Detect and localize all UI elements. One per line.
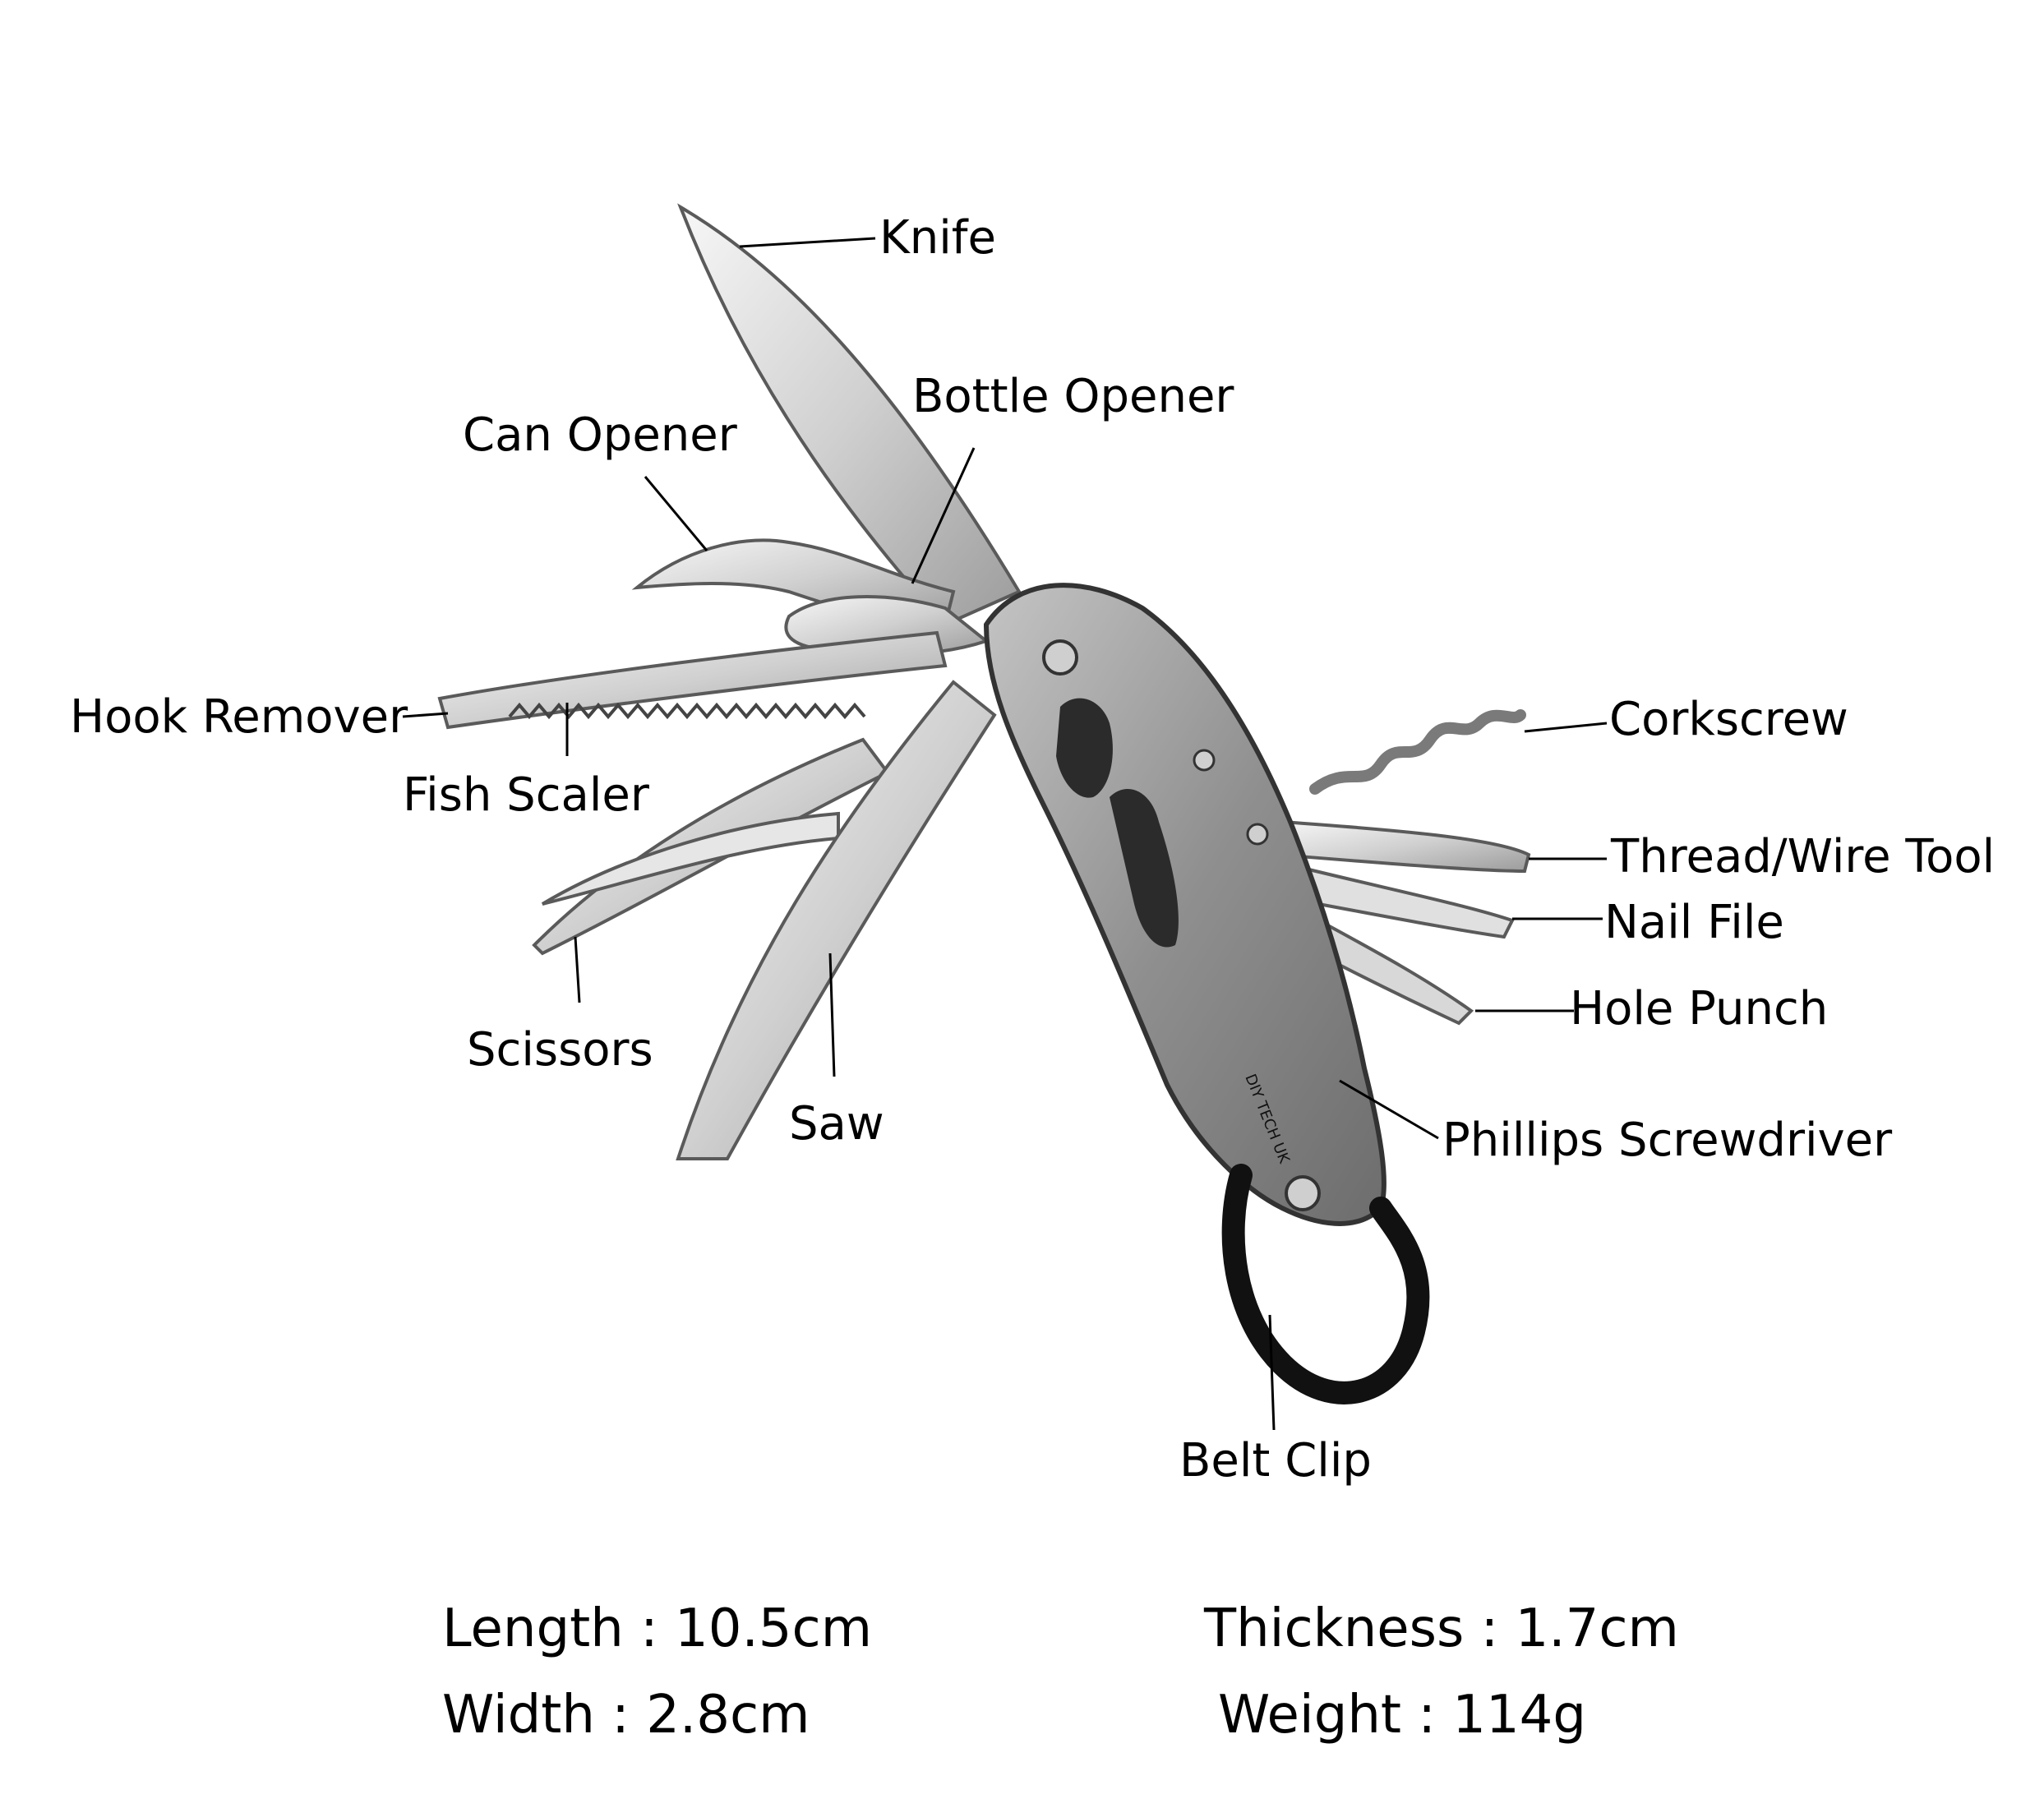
handle-screw: [1193, 749, 1216, 772]
spec-width: Width : 2.8cm: [442, 1689, 810, 1741]
scissors-blade: [541, 811, 840, 906]
spec-thickness-value: 1.7cm: [1515, 1598, 1679, 1659]
label-hook-remover: Hook Remover: [70, 690, 408, 744]
belt-clip: [1221, 1164, 1430, 1404]
label-belt-clip: Belt Clip: [1179, 1434, 1372, 1487]
handle-screw: [1042, 639, 1078, 676]
knife-blade: [677, 203, 1022, 627]
label-knife: Knife: [879, 211, 996, 265]
handle-grip-insert: [1056, 698, 1113, 798]
spec-width-label: Width :: [442, 1685, 647, 1746]
spec-length-value: 10.5cm: [675, 1598, 873, 1659]
nail-file: [1271, 860, 1515, 939]
fish-scaler: [437, 630, 948, 730]
label-saw: Saw: [789, 1097, 884, 1151]
label-phillips-screwdriver: Phillips Screwdriver: [1442, 1114, 1893, 1167]
handle-screw: [1285, 1175, 1321, 1211]
handle-screw: [1246, 823, 1269, 846]
spec-thickness-label: Thickness :: [1204, 1598, 1516, 1659]
label-fish-scaler: Fish Scaler: [403, 768, 649, 822]
corkscrew: [1309, 709, 1526, 795]
leader-lines: [402, 237, 1608, 1431]
spec-width-value: 2.8cm: [646, 1685, 810, 1746]
spec-length: Length : 10.5cm: [442, 1603, 872, 1655]
spec-weight-label: Weight :: [1218, 1685, 1453, 1746]
label-thread-wire-tool: Thread/Wire Tool: [1611, 830, 1996, 883]
fish-scaler-teeth: [508, 702, 866, 720]
label-nail-file: Nail File: [1604, 896, 1784, 949]
saw-blade: [676, 680, 997, 1160]
label-bottle-opener: Bottle Opener: [912, 370, 1234, 423]
thread-wire-tool: [1276, 819, 1531, 874]
spec-length-label: Length :: [442, 1598, 675, 1659]
label-can-opener: Can Opener: [463, 408, 737, 462]
spec-weight: Weight : 114g: [1218, 1689, 1586, 1741]
handle-grip-insert: [1110, 789, 1179, 948]
label-scissors: Scissors: [467, 1023, 653, 1077]
label-hole-punch: Hole Punch: [1570, 982, 1829, 1035]
spec-weight-value: 114g: [1452, 1685, 1586, 1746]
label-corkscrew: Corkscrew: [1609, 693, 1848, 746]
spec-thickness: Thickness : 1.7cm: [1204, 1603, 1679, 1655]
